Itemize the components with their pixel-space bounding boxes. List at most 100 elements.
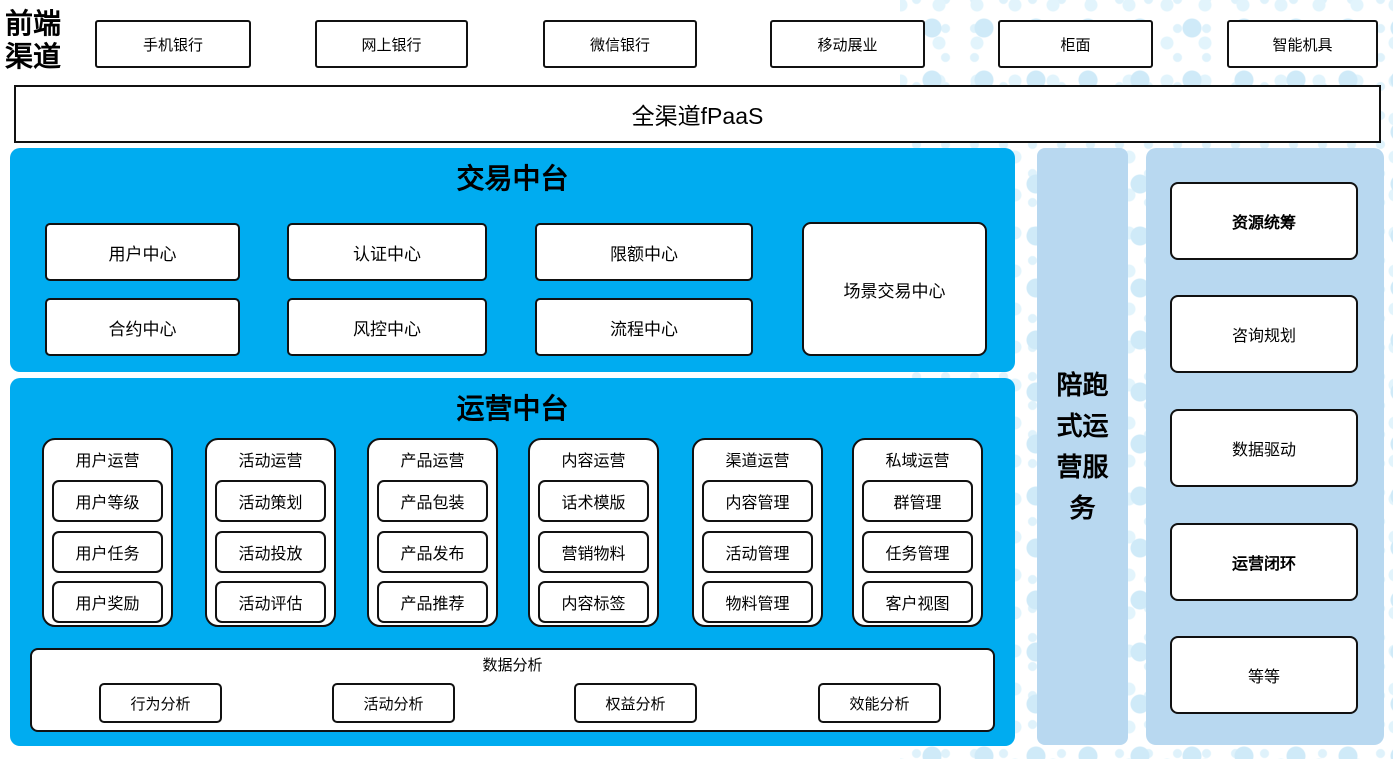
group-item-box: 客户视图: [862, 581, 973, 623]
data-analysis-section: 数据分析 行为分析 活动分析 权益分析 效能分析: [30, 648, 995, 732]
group-item-label: 产品发布: [400, 546, 465, 563]
center-box-contract: 合约中心: [45, 298, 240, 356]
ops-platform-panel: 运营中台 用户运营 用户等级 用户任务 用户奖励 活动运营 活动策划 活动投放 …: [10, 378, 1015, 746]
ops-platform-title: 运营中台: [456, 394, 569, 425]
center-label: 风控中心: [353, 319, 421, 339]
accompany-service-label-line: 务: [1069, 493, 1096, 523]
center-box-user: 用户中心: [45, 223, 240, 281]
center-box-process: 流程中心: [535, 298, 753, 356]
group-item-box: 话术模版: [538, 480, 649, 522]
group-item-label: 产品推荐: [400, 596, 465, 613]
group-item-label: 用户等级: [75, 495, 140, 512]
group-item-label: 用户奖励: [75, 596, 140, 613]
group-item-label: 群管理: [893, 495, 942, 512]
analysis-label: 权益分析: [605, 695, 666, 713]
ops-group-private-domain: 私域运营 群管理 任务管理 客户视图: [852, 438, 983, 627]
group-title: 内容运营: [561, 453, 626, 470]
center-label: 流程中心: [610, 319, 678, 339]
group-item-label: 产品包装: [400, 495, 465, 512]
group-item-label: 活动评估: [238, 596, 303, 613]
group-title: 用户运营: [75, 453, 140, 470]
analysis-box-behavior: 行为分析: [99, 683, 222, 723]
accompany-service-column: 陪跑 式运 营服 务: [1037, 148, 1128, 745]
group-item-box: 用户等级: [52, 480, 163, 522]
group-title: 活动运营: [238, 453, 303, 470]
center-label: 场景交易中心: [843, 281, 946, 301]
group-title: 渠道运营: [725, 453, 790, 470]
channel-box-mobile-banking: 手机银行: [95, 20, 251, 68]
analysis-box-efficiency: 效能分析: [818, 683, 941, 723]
group-item-box: 产品推荐: [377, 581, 488, 623]
analysis-label: 效能分析: [849, 695, 910, 713]
channel-label: 网上银行: [361, 36, 422, 54]
center-box-auth: 认证中心: [287, 223, 487, 281]
analysis-label: 活动分析: [363, 695, 424, 713]
group-item-label: 用户任务: [75, 546, 140, 563]
group-item-label: 任务管理: [885, 546, 950, 563]
accompany-service-label-line: 陪跑: [1056, 370, 1109, 400]
service-box-data-driven: 数据驱动: [1170, 409, 1358, 487]
group-item-box: 产品发布: [377, 531, 488, 573]
group-item-box: 活动投放: [215, 531, 326, 573]
ops-group-product: 产品运营 产品包装 产品发布 产品推荐: [367, 438, 498, 627]
data-analysis-title: 数据分析: [482, 657, 543, 674]
group-item-box: 用户奖励: [52, 581, 163, 623]
group-item-box: 活动管理: [702, 531, 813, 573]
channel-box-smart-machine: 智能机具: [1227, 20, 1378, 68]
group-item-label: 话术模版: [561, 495, 626, 512]
group-item-label: 活动投放: [238, 546, 303, 563]
channel-box-mobile-business: 移动展业: [770, 20, 925, 68]
trade-platform-title: 交易中台: [456, 164, 569, 195]
channel-box-counter: 柜面: [998, 20, 1153, 68]
group-item-label: 营销物料: [561, 546, 626, 563]
front-channels-label-line2: 渠道: [5, 42, 62, 73]
center-box-risk: 风控中心: [287, 298, 487, 356]
service-box-etc: 等等: [1170, 636, 1358, 714]
group-item-box: 群管理: [862, 480, 973, 522]
channel-box-online-banking: 网上银行: [315, 20, 468, 68]
fpaas-bar: 全渠道fPaaS: [14, 85, 1381, 143]
group-item-label: 客户视图: [885, 596, 950, 613]
group-item-box: 物料管理: [702, 581, 813, 623]
center-box-limit: 限额中心: [535, 223, 753, 281]
center-label: 认证中心: [353, 244, 421, 264]
center-label: 用户中心: [108, 244, 177, 264]
group-item-label: 活动策划: [238, 495, 303, 512]
group-title: 产品运营: [400, 453, 465, 470]
service-box-ops-loop: 运营闭环: [1170, 523, 1358, 601]
group-item-label: 内容标签: [561, 596, 626, 613]
group-item-box: 用户任务: [52, 531, 163, 573]
group-title: 私域运营: [885, 453, 950, 470]
service-label: 等等: [1247, 669, 1280, 686]
channel-label: 智能机具: [1272, 36, 1333, 54]
service-label: 咨询规划: [1231, 328, 1296, 345]
group-item-box: 产品包装: [377, 480, 488, 522]
trade-platform-panel: 交易中台 用户中心 认证中心 限额中心 合约中心 风控中心 流程中心 场景交易中…: [10, 148, 1015, 372]
channel-label: 柜面: [1060, 36, 1091, 54]
group-item-label: 内容管理: [725, 495, 790, 512]
analysis-box-activity: 活动分析: [332, 683, 455, 723]
accompany-service-label-line: 式运: [1056, 411, 1109, 441]
service-label: 数据驱动: [1231, 442, 1296, 459]
service-box-resource-planning: 资源统筹: [1170, 182, 1358, 260]
accompany-service-label-line: 营服: [1056, 452, 1109, 482]
ops-group-activity: 活动运营 活动策划 活动投放 活动评估: [205, 438, 336, 627]
service-label: 资源统筹: [1231, 215, 1296, 232]
ops-group-channel: 渠道运营 内容管理 活动管理 物料管理: [692, 438, 823, 627]
front-channels-label-line1: 前端: [5, 9, 62, 40]
group-item-box: 任务管理: [862, 531, 973, 573]
group-item-box: 活动策划: [215, 480, 326, 522]
channel-box-wechat-banking: 微信银行: [543, 20, 697, 68]
ops-group-user: 用户运营 用户等级 用户任务 用户奖励: [42, 438, 173, 627]
analysis-box-rights: 权益分析: [574, 683, 697, 723]
service-box-consulting: 咨询规划: [1170, 295, 1358, 373]
group-item-box: 营销物料: [538, 531, 649, 573]
group-item-label: 物料管理: [725, 596, 790, 613]
center-label: 合约中心: [108, 319, 177, 339]
front-channels-label: 前端 渠道: [5, 8, 71, 74]
service-panel: 资源统筹 咨询规划 数据驱动 运营闭环 等等: [1146, 148, 1384, 745]
group-item-label: 活动管理: [725, 546, 790, 563]
channel-label: 微信银行: [589, 36, 650, 54]
analysis-label: 行为分析: [130, 695, 191, 713]
